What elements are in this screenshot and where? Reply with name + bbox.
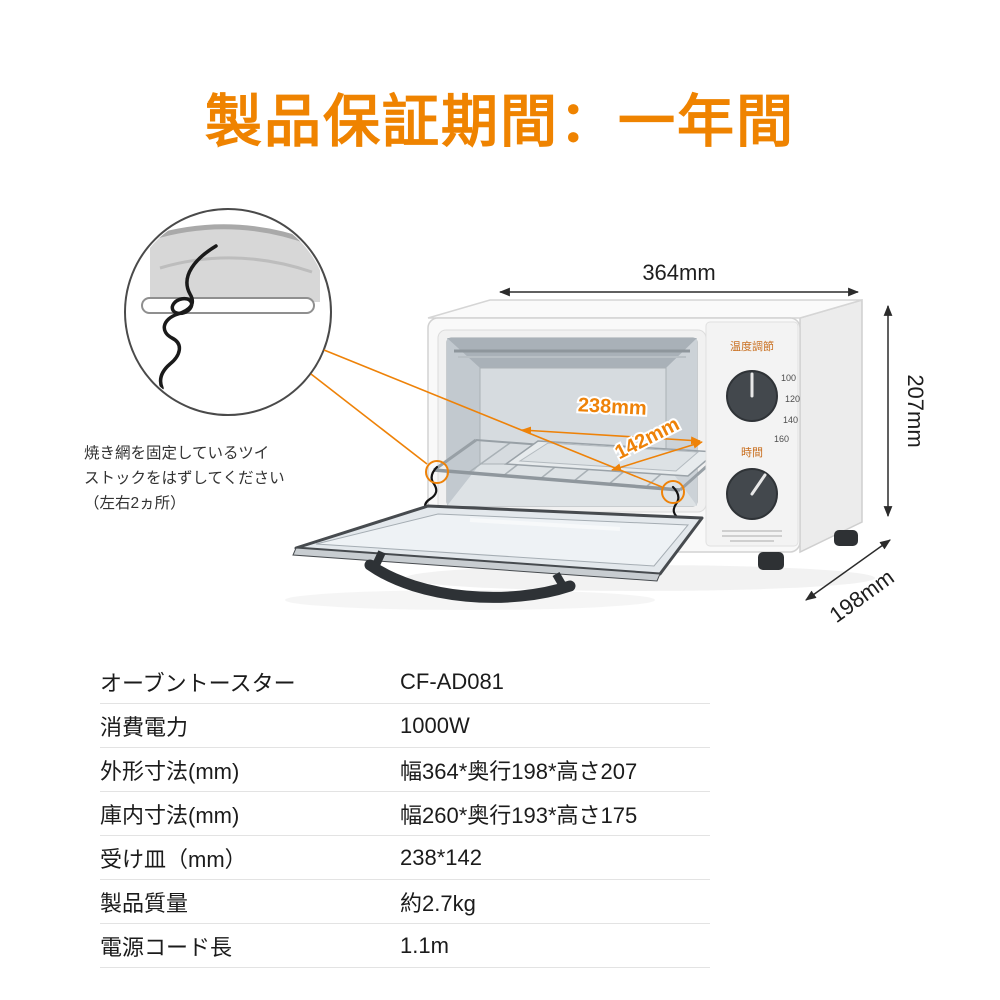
spec-value: 幅364*奥行198*高さ207: [400, 758, 638, 784]
timer-knob-label: 時間: [741, 446, 763, 459]
door-handle-mount: [372, 550, 386, 567]
temp-knob-label: 温度調節: [730, 339, 774, 353]
note-line-2: ストックをはずしてください: [84, 470, 285, 488]
width-dimension-label: 364mm: [642, 260, 715, 285]
tie-location-marker-right: [661, 480, 685, 504]
spec-row-model: オーブントースター CF-AD081: [100, 660, 710, 704]
tray-depth-arrow: [611, 440, 703, 472]
callout-illustration: [141, 224, 321, 390]
temp-tick-140: 140: [783, 415, 798, 425]
spec-label: 受け皿（mm）: [100, 846, 247, 872]
spec-value: 約2.7kg: [400, 890, 476, 916]
spec-row-tray: 受け皿（mm） 238*142: [100, 836, 710, 880]
callout-leader-line: [323, 349, 663, 488]
oven-top-panel: [427, 299, 863, 319]
spec-label: オーブントースター: [100, 670, 296, 696]
caution-text-line: [722, 535, 782, 537]
caution-text-line: [722, 530, 782, 532]
spec-label: 消費電力: [100, 714, 189, 740]
twist-tie-callout: [124, 208, 685, 504]
oven-side-panel: [799, 299, 863, 554]
tray-width-arrow: [521, 426, 701, 445]
spec-row-weight: 製品質量 約2.7kg: [100, 880, 710, 924]
note-line-1: 焼き網を固定しているツイ: [84, 445, 270, 462]
temp-tick-100: 100: [781, 373, 796, 383]
temp-tick-120: 120: [785, 394, 800, 404]
callout-twist-tie: [158, 244, 218, 390]
temp-tick-160: 160: [774, 434, 789, 444]
timer-knob-pointer: [750, 473, 767, 496]
note-line-3: （左右2ヵ所）: [84, 495, 186, 513]
door-handle: [364, 559, 576, 603]
spec-row-cord-length: 電源コード長 1.1m: [100, 924, 710, 968]
tie-location-marker-left: [425, 460, 449, 484]
tray-width-label: 238mm: [577, 394, 647, 420]
twist-tie-left: [423, 465, 439, 514]
spec-row-inner-dimensions: 庫内寸法(mm) 幅260*奥行193*高さ175: [100, 792, 710, 836]
spec-value: 1.1m: [400, 932, 449, 958]
oven-foot-back: [834, 530, 858, 546]
spec-row-power: 消費電力 1000W: [100, 704, 710, 748]
spec-label: 庫内寸法(mm): [100, 802, 240, 828]
spec-label: 製品質量: [100, 890, 189, 916]
caution-text-line: [730, 540, 774, 542]
spec-label: 外形寸法(mm): [100, 758, 240, 784]
callout-leader-line: [310, 373, 428, 465]
spec-value: 幅260*奥行193*高さ175: [400, 802, 638, 828]
control-panel: 温度調節 100 120 140 160 時間: [705, 321, 800, 547]
oven-body: 温度調節 100 120 140 160 時間: [292, 299, 863, 603]
spec-value: 238*142: [400, 844, 482, 870]
oven-door: [292, 504, 704, 603]
depth-dimension-arrow: [805, 539, 891, 601]
height-dimension-label: 207mm: [903, 374, 928, 447]
spec-label: 電源コード長: [100, 934, 233, 960]
page-title: 製品保証期間：一年間: [205, 90, 795, 154]
oven-foot-right: [758, 552, 784, 570]
spec-table: オーブントースター CF-AD081 消費電力 1000W 外形寸法(mm) 幅…: [100, 660, 710, 968]
spec-row-outer-dimensions: 外形寸法(mm) 幅364*奥行198*高さ207: [100, 748, 710, 792]
spec-value: 1000W: [400, 712, 470, 738]
twist-tie-note: 焼き網を固定しているツイ ストックをはずしてください （左右2ヵ所）: [84, 441, 285, 516]
spec-value: CF-AD081: [400, 668, 504, 694]
